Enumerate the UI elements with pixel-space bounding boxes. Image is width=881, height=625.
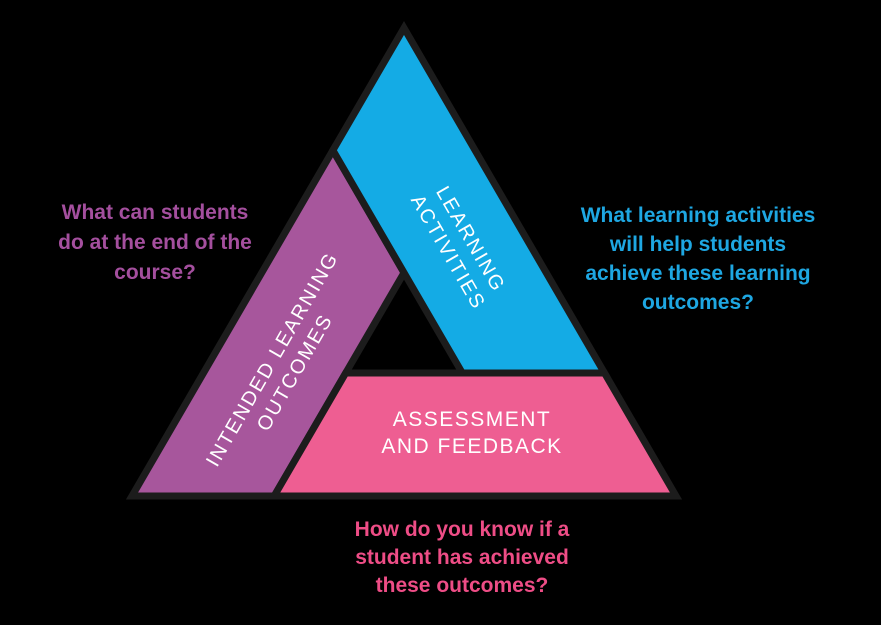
assessment-feedback-bar xyxy=(268,369,683,500)
assessment-question: How do you know if a student has achieve… xyxy=(354,518,570,597)
activities-question: What learning activities will help stude… xyxy=(580,204,816,314)
assessment-feedback-label: ASSESSMENT AND FEEDBACK xyxy=(381,408,563,458)
outcomes-question: What can students do at the end of the c… xyxy=(58,201,252,284)
